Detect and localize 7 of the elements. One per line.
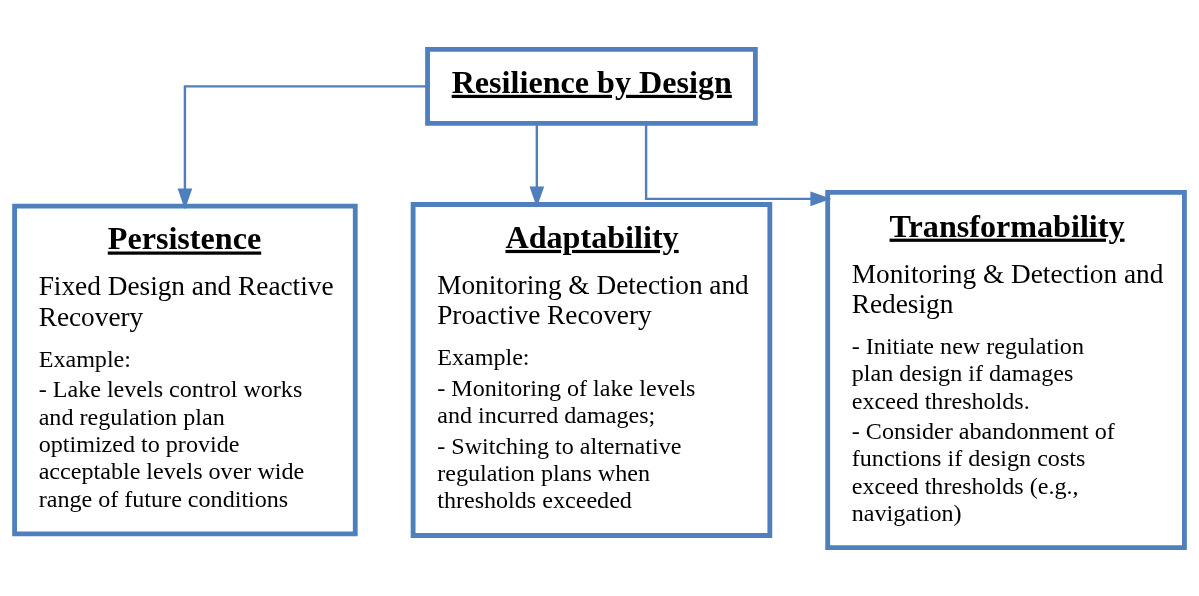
node-box: Persistence Fixed Design and Reactive Recovery Example: - Lake levels control works and regulation plan optimized to provide acceptable levels over wide range of future conditions <box>12 203 358 536</box>
node-box: Transformability Monitoring & Detection and Redesign - Initiate new regulation plan design if damages exceed thresholds. - Consider abandonment of functions if design costs exceed thresholds (e.g., navigation) <box>825 189 1187 550</box>
arrow <box>644 123 832 206</box>
node-box: Adaptability Monitoring & Detection and Proactive Recovery Example: - Monitoring of lake levels and incurred damages; - Switching to alternative regulation plans when thresholds exceeded <box>410 201 773 538</box>
arrow <box>529 122 545 208</box>
node-box: Resilience by Design <box>425 46 758 126</box>
arrow <box>177 84 428 209</box>
